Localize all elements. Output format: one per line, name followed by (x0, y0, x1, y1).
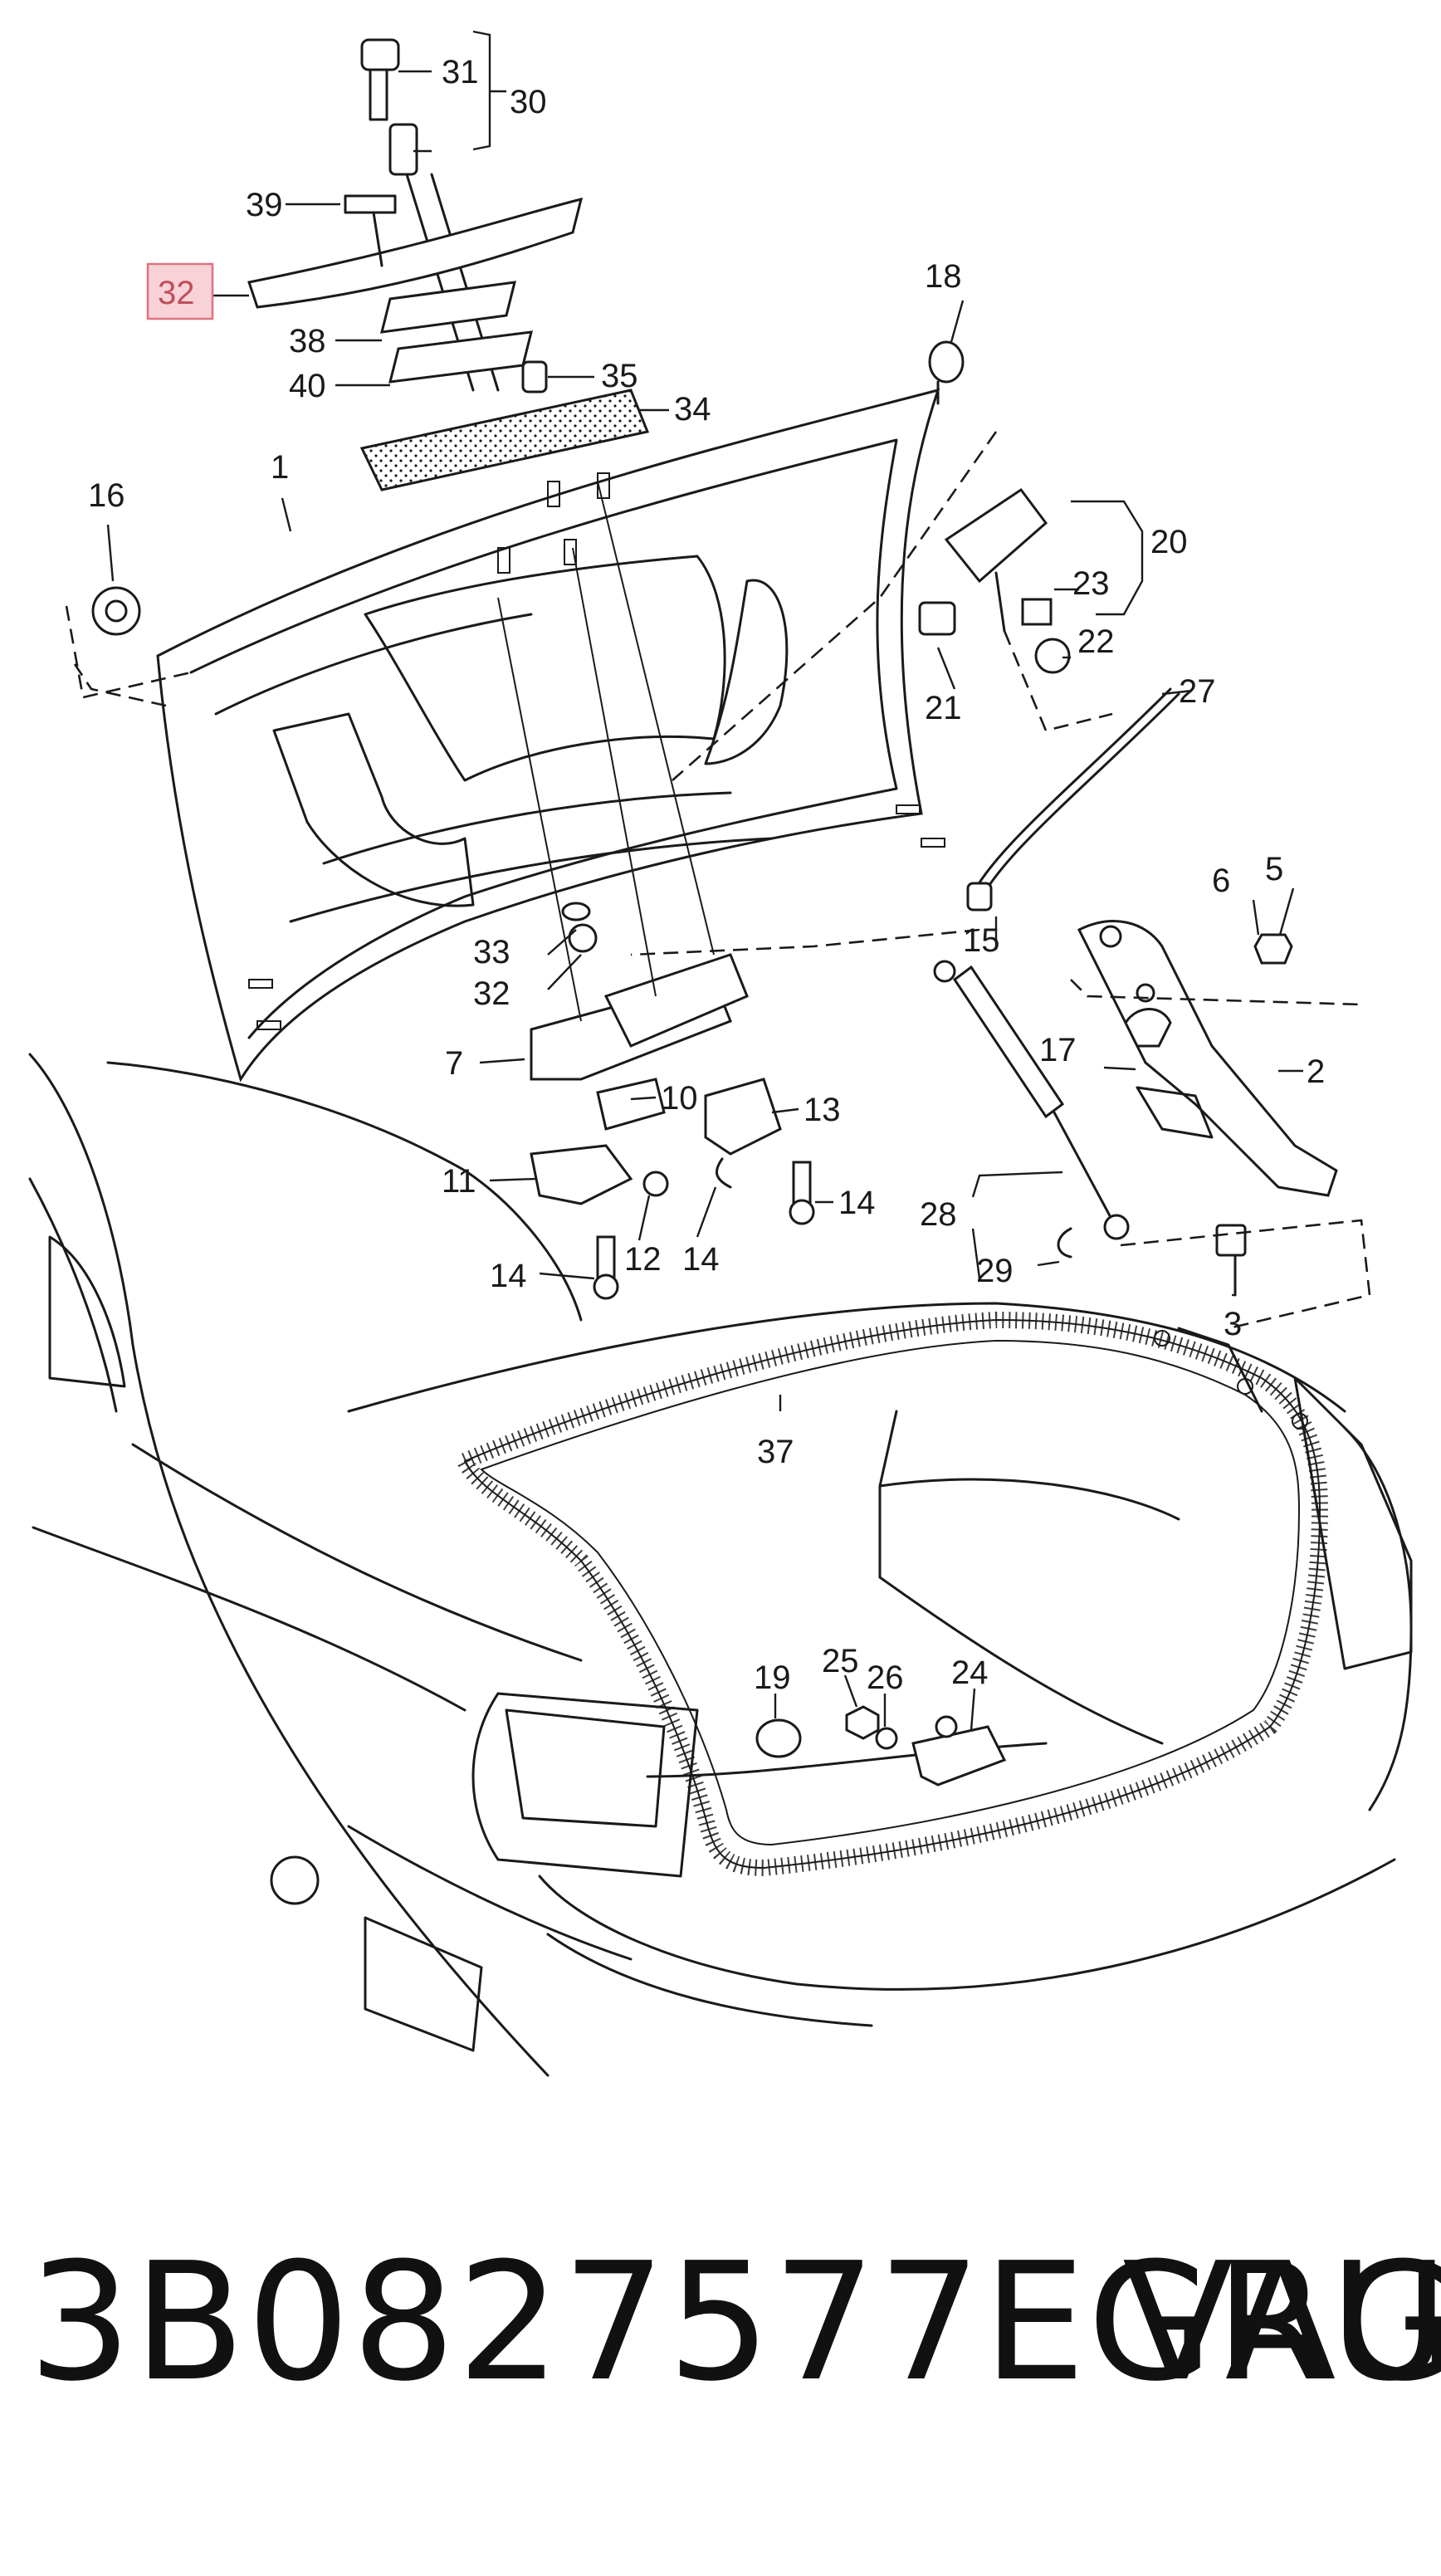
callout-38: 38 (289, 323, 326, 359)
callout-16: 16 (88, 477, 125, 514)
callout-34: 33 (473, 934, 510, 970)
hinge-assembly (65, 340, 1371, 1330)
callout-29: 29 (976, 1253, 1014, 1289)
part-number: 3B0827577EGRU (28, 2228, 1441, 2417)
callout-39: 39 (246, 187, 283, 223)
trunk-lid (73, 388, 945, 1083)
callout-14-right: 14 (838, 1185, 876, 1221)
callout-21: 21 (925, 690, 962, 726)
highlight-box-32 (146, 262, 214, 320)
callout-35: 34 (674, 391, 711, 428)
callout-14-left: 14 (490, 1258, 527, 1294)
callout-36: 35 (601, 358, 638, 394)
striker-assembly (755, 1705, 1007, 1787)
callout-26: 26 (867, 1659, 904, 1696)
callout-3: 3 (1224, 1306, 1242, 1342)
callout-19: 19 (754, 1659, 791, 1696)
callout-28: 28 (920, 1196, 957, 1233)
callout-labels: 31 30 39 32 38 40 35 34 18 16 1 20 23 22… (88, 54, 1325, 1696)
callout-6: 7 (445, 1045, 463, 1082)
callout-30: 30 (510, 84, 547, 120)
footer: 3B0827577EGRU VAG (0, 2241, 1441, 2507)
car-body (28, 1053, 1413, 2077)
callout-5: 6 (1212, 863, 1230, 899)
callout-2: 2 (1307, 1053, 1325, 1090)
callout-22: 22 (1077, 623, 1115, 660)
callout-15: 15 (963, 922, 1000, 959)
callout-11: 12 (624, 1241, 662, 1278)
exploded-parts-diagram: 31 30 39 32 38 40 35 34 18 16 1 20 23 22… (28, 30, 1413, 2077)
callout-1: 1 (271, 449, 289, 486)
callout-32[interactable]: 32 (158, 275, 195, 311)
callout-4: 5 (1265, 851, 1283, 887)
callout-13: 14 (682, 1241, 720, 1278)
latch-assembly (497, 481, 815, 1300)
callout-17: 17 (1039, 1032, 1077, 1068)
callout-12: 13 (804, 1092, 841, 1128)
callout-25: 25 (822, 1643, 859, 1679)
seal-pad (359, 389, 650, 491)
lock-assembly (247, 38, 650, 491)
callout-31: 31 (442, 54, 479, 90)
callout-20: 20 (1150, 524, 1188, 560)
callout-23: 23 (1072, 565, 1110, 602)
callout-7: 10 (661, 1080, 698, 1117)
callout-27: 27 (1179, 673, 1216, 710)
callout-24: 24 (951, 1655, 989, 1691)
leader-lines (106, 30, 1303, 1731)
brand-name: VAG (1122, 2228, 1441, 2417)
callout-33: 32 (473, 975, 510, 1012)
callout-40: 40 (289, 368, 326, 404)
callout-18: 18 (925, 258, 962, 295)
callout-37: 37 (757, 1434, 794, 1470)
callout-10: 11 (442, 1163, 476, 1200)
trunk-seal (453, 1311, 1329, 1877)
